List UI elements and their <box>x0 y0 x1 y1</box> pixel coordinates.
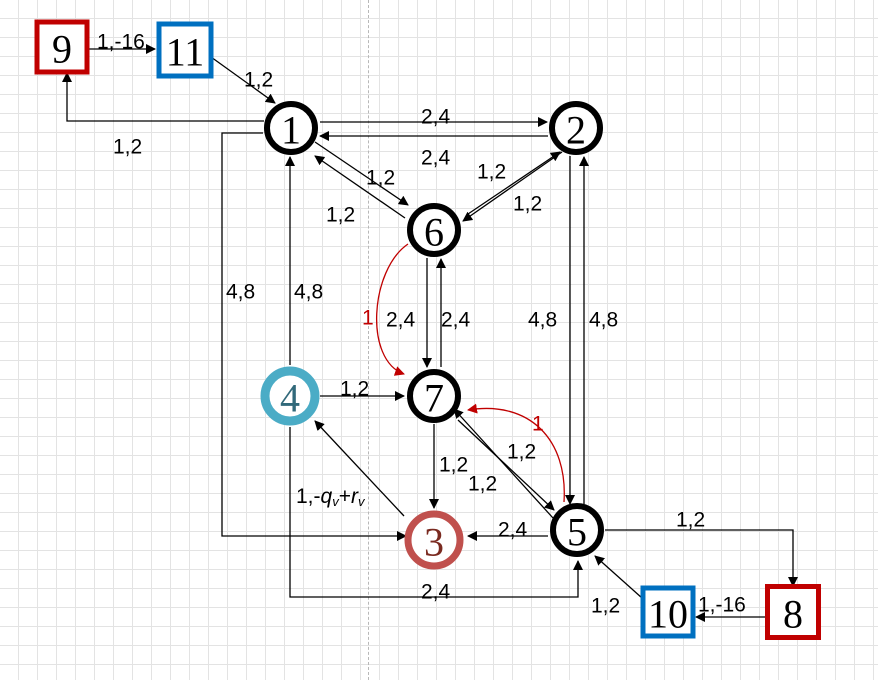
edge-label-6-to-7: 1 <box>362 307 374 330</box>
node-5-circle <box>550 503 604 557</box>
edge-1-to-3 <box>221 132 407 541</box>
edge-6-to-7 <box>376 243 409 376</box>
node-4-label: 4 <box>280 376 300 421</box>
node-1[interactable]: 1 <box>264 101 318 155</box>
edge-1-to-6 <box>314 141 409 206</box>
edge-label-2-to-5: 4,8 <box>589 309 618 332</box>
edge-label-5-to-8: 1,2 <box>676 509 705 532</box>
node-4[interactable]: 4 <box>260 366 320 426</box>
edge-label-1-to-9: 1,2 <box>113 136 142 159</box>
node-9-box <box>34 19 90 75</box>
edge-label-6-to-1: 1,2 <box>366 167 395 190</box>
node-5-label: 5 <box>567 510 587 555</box>
node-7-circle <box>407 369 461 423</box>
edge-label-9-to-11: 1,-16 <box>97 31 145 54</box>
edge-label-4-to-7: 1,2 <box>340 378 369 401</box>
node-8[interactable]: 8 <box>765 584 821 640</box>
edge-label-1-to-6: 1,2 <box>326 204 355 227</box>
node-3-label: 3 <box>424 520 444 565</box>
edge-7-to-5 <box>457 419 555 511</box>
edge-label-5-to-7: 1,2 <box>507 441 536 464</box>
node-8-label: 8 <box>783 592 803 637</box>
node-4-circle <box>260 366 320 426</box>
edge-label-3-to-4: 1,-qv+rv <box>296 485 366 509</box>
node-9[interactable]: 9 <box>34 19 90 75</box>
edge-6-to-1 <box>314 155 406 219</box>
node-11[interactable]: 11 <box>156 21 214 79</box>
node-11-box <box>156 21 214 79</box>
edge-label-6-to-7: 2,4 <box>386 309 416 332</box>
node-9-label: 9 <box>52 27 72 72</box>
edge-4-to-5 <box>289 427 583 598</box>
edge-label-11-to-1: 1,2 <box>244 69 273 92</box>
edge-label-5-to-7: 1 <box>532 413 544 436</box>
node-1-label: 1 <box>281 108 301 153</box>
edge-6-to-2 <box>467 151 561 215</box>
edge-label-1-to-3: 4,8 <box>226 281 255 304</box>
edge-label-7-to-6: 2,4 <box>441 309 471 332</box>
edge-label-4-to-1: 4,8 <box>294 281 323 304</box>
node-2[interactable]: 2 <box>549 101 603 155</box>
edge-label-10-to-5: 1,2 <box>591 595 620 618</box>
edge-10-to-5 <box>594 555 643 599</box>
edge-label-7-to-5: 1,2 <box>468 473 497 496</box>
edges-layer <box>62 44 798 622</box>
node-6-circle <box>407 203 461 257</box>
node-8-box <box>765 584 821 640</box>
edge-2-to-6 <box>462 151 563 222</box>
node-11-label: 11 <box>166 30 205 75</box>
edge-label-6-to-2: 1,2 <box>513 193 542 216</box>
edge-5-to-7 <box>467 403 565 503</box>
node-7-label: 7 <box>424 376 444 421</box>
edge-label-5-to-2: 4,8 <box>528 309 557 332</box>
node-6-label: 6 <box>424 210 444 255</box>
edge-11-to-1 <box>210 56 276 104</box>
dashed-divider <box>368 0 369 680</box>
edge-label-2-to-1: 2,4 <box>421 147 451 170</box>
node-3-circle <box>404 510 464 570</box>
node-1-circle <box>264 101 318 155</box>
edge-1-to-9 <box>62 72 264 122</box>
edge-label-4-to-5: 2,4 <box>421 581 451 604</box>
node-6[interactable]: 6 <box>407 203 461 257</box>
edge-label-8-to-10: 1,-16 <box>698 594 746 617</box>
edge-5-to-8 <box>605 529 798 587</box>
node-2-label: 2 <box>566 108 586 153</box>
node-5[interactable]: 5 <box>550 503 604 557</box>
edge-3-to-4 <box>314 420 405 517</box>
node-10[interactable]: 10 <box>640 585 696 639</box>
node-7[interactable]: 7 <box>407 369 461 423</box>
edge-label-5-to-3: 2,4 <box>498 519 528 542</box>
node-2-circle <box>549 101 603 155</box>
edge-label-1-to-2: 2,4 <box>421 106 451 129</box>
node-10-label: 10 <box>648 592 688 637</box>
node-3[interactable]: 3 <box>404 510 464 570</box>
node-10-box <box>640 585 696 639</box>
edge-label-7-to-3: 1,2 <box>439 454 468 477</box>
edge-label-2-to-6: 1,2 <box>477 161 506 184</box>
